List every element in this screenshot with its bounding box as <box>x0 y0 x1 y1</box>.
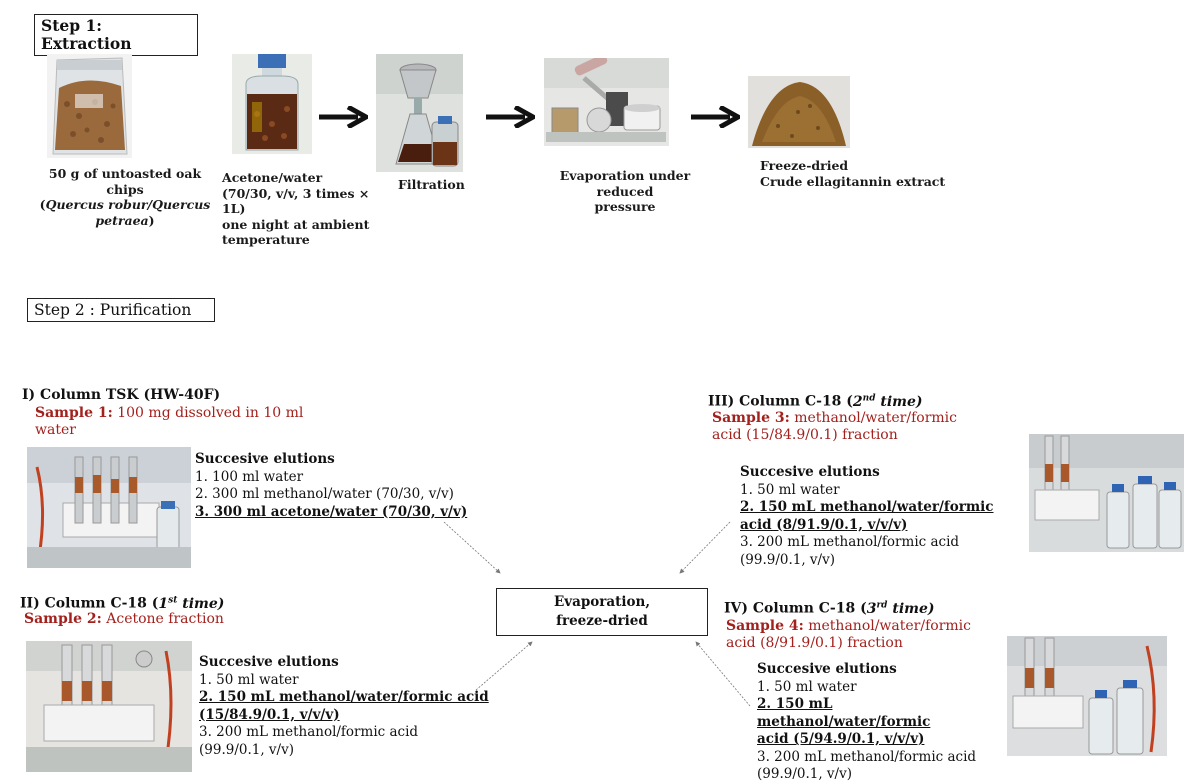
filtration-photo <box>376 54 463 172</box>
step1-title-box: Step 1: Extraction <box>34 14 198 56</box>
connector-line-col3 <box>679 521 731 574</box>
evaporation-center-box: Evaporation, freeze-dried <box>496 588 708 636</box>
caption-acetone: Acetone/water (70/30, v/v, 3 times × 1L)… <box>222 170 392 248</box>
sample-2-text: Sample 2: Acetone fraction <box>24 611 224 627</box>
sample-4-text: Sample 4: methanol/water/formic acid (8/… <box>726 618 971 651</box>
arrow-2-icon <box>485 104 539 132</box>
rotavap-photo <box>544 58 669 146</box>
caption-evaporation: Evaporation under reduced pressure <box>559 168 691 214</box>
caption-oak-line2: (Quercus robur/Quercus <box>39 197 211 212</box>
caption-filtration: Filtration <box>398 177 465 192</box>
caption-oak-line3: petraea) <box>95 212 155 228</box>
column-2-elutions: Succesive elutions 1. 50 ml water 2. 150… <box>199 654 489 758</box>
column-2-photo <box>26 641 192 772</box>
arrow-3-icon <box>690 104 744 132</box>
caption-oak-line1: 50 g of untoasted oak chips <box>48 166 202 197</box>
column-3-elutions: Succesive elutions 1. 50 ml water 2. 150… <box>740 464 994 568</box>
column-4-elutions: Succesive elutions 1. 50 ml water 2. 150… <box>757 661 977 782</box>
caption-acetone-line1: Acetone/water <box>222 170 323 185</box>
caption-acetone-line2: (70/30, v/v, 3 times × 1L) <box>222 185 370 217</box>
connector-line-col2 <box>475 641 533 691</box>
column-4-photo <box>1007 636 1167 756</box>
caption-acetone-line4: temperature <box>222 232 310 247</box>
step1-title: Step 1: Extraction <box>41 16 132 53</box>
column-4-title: IV) Column C-18 (3rd time) <box>724 600 935 617</box>
column-1-photo <box>27 447 191 568</box>
caption-oak-chips: 50 g of untoasted oak chips (Quercus rob… <box>30 166 220 228</box>
column-2-title: II) Column C-18 (1st time) <box>20 595 225 612</box>
column-1-elutions: Succesive elutions 1. 100 ml water 2. 30… <box>195 451 468 520</box>
step2-title: Step 2 : Purification <box>34 301 192 319</box>
connector-line-col1 <box>443 521 501 574</box>
step2-title-box: Step 2 : Purification <box>27 298 215 322</box>
acetone-bottle-photo <box>232 54 312 154</box>
column-1-title: I) Column TSK (HW-40F) <box>22 387 221 403</box>
sample-3-text: Sample 3: methanol/water/formic acid (15… <box>712 410 957 443</box>
column-3-title: III) Column C-18 (2nd time) <box>708 393 923 410</box>
extract-powder-photo <box>748 76 850 148</box>
oak-chips-photo <box>47 54 132 158</box>
column-3-photo <box>1029 434 1184 552</box>
sample-1-text: Sample 1: 100 mg dissolved in 10 ml wate… <box>35 405 304 438</box>
caption-freeze-dried: Freeze-dried Crude ellagitannin extract <box>760 158 946 189</box>
arrow-1-icon <box>318 104 372 132</box>
caption-acetone-line3: one night at ambient <box>222 216 370 232</box>
